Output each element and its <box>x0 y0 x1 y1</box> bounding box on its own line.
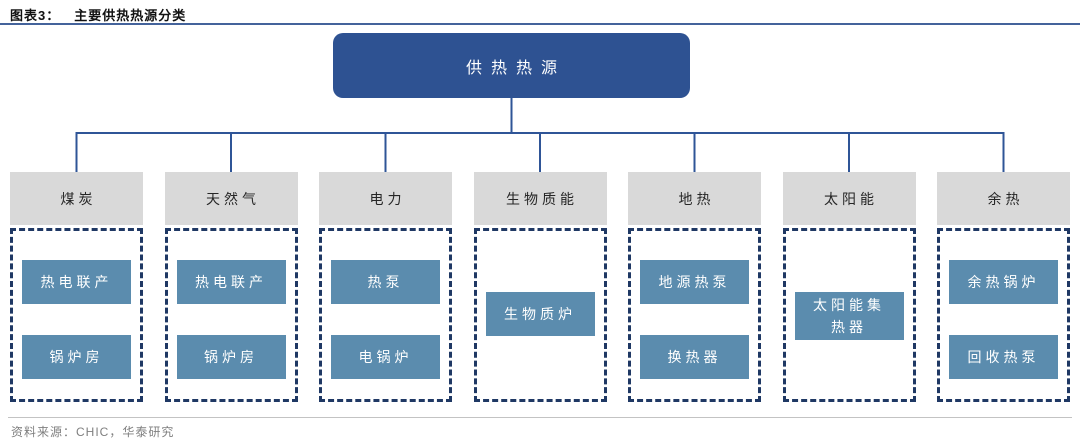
leaf-node: 余热锅炉 <box>949 260 1058 304</box>
root-node-label: 供热热源 <box>465 59 566 77</box>
branch-column: 电力热泵电锅炉 <box>319 172 452 402</box>
figure-header: 图表3： 主要供热热源分类 <box>10 5 186 24</box>
leaf-node: 换热器 <box>640 335 749 379</box>
branch-column: 煤炭热电联产锅炉房 <box>10 172 143 402</box>
leaf-node: 热电联产 <box>176 260 286 304</box>
branch-column: 天然气热电联产锅炉房 <box>164 172 298 402</box>
source-divider-rule <box>8 417 1072 418</box>
category-box: 地热 <box>628 172 761 225</box>
figure-number-label: 图表3： <box>10 8 61 23</box>
figure-title: 主要供热热源分类 <box>74 8 187 23</box>
category-box: 生物质能 <box>473 172 607 225</box>
subcategory-group: 热电联产锅炉房 <box>10 228 143 402</box>
branch-column: 地热地源热泵换热器 <box>628 172 761 402</box>
leaf-node: 太阳能集热器 <box>794 292 904 340</box>
leaf-node: 电锅炉 <box>331 335 440 379</box>
leaf-node: 地源热泵 <box>640 260 749 304</box>
branch-column: 生物质能生物质炉 <box>473 172 607 402</box>
category-box: 天然气 <box>164 172 298 225</box>
branch-column: 余热余热锅炉回收热泵 <box>937 172 1070 402</box>
category-box: 余热 <box>937 172 1070 225</box>
category-box: 煤炭 <box>10 172 143 225</box>
root-node-heating-source: 供热热源 <box>333 33 690 98</box>
subcategory-group: 热电联产锅炉房 <box>164 228 298 402</box>
leaf-node: 生物质炉 <box>485 292 595 336</box>
branch-column: 太阳能太阳能集热器 <box>782 172 916 402</box>
subcategory-group: 太阳能集热器 <box>782 228 916 402</box>
leaf-node: 锅炉房 <box>176 335 286 379</box>
subcategory-group: 生物质炉 <box>473 228 607 402</box>
title-underline-rule <box>0 23 1080 25</box>
subcategory-group: 余热锅炉回收热泵 <box>937 228 1070 402</box>
branch-columns: 煤炭热电联产锅炉房天然气热电联产锅炉房电力热泵电锅炉生物质能生物质炉地热地源热泵… <box>10 172 1070 402</box>
subcategory-group: 地源热泵换热器 <box>628 228 761 402</box>
leaf-node: 锅炉房 <box>22 335 131 379</box>
leaf-node: 热泵 <box>331 260 440 304</box>
leaf-node: 热电联产 <box>22 260 131 304</box>
category-box: 电力 <box>319 172 452 225</box>
leaf-node: 回收热泵 <box>949 335 1058 379</box>
subcategory-group: 热泵电锅炉 <box>319 228 452 402</box>
source-note: 资料来源：CHIC，华泰研究 <box>11 425 175 439</box>
category-box: 太阳能 <box>782 172 916 225</box>
